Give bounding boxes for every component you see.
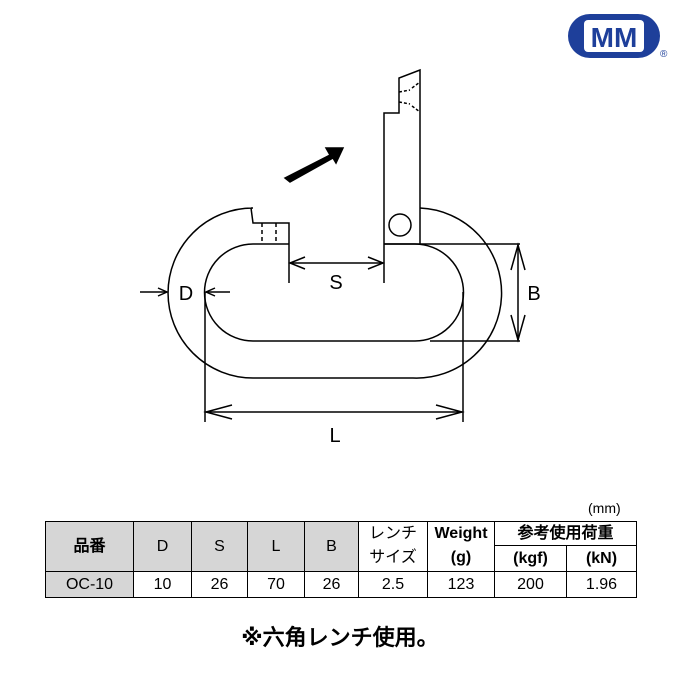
header-kgf: (kgf) [494,545,567,572]
label-S: S [329,272,342,294]
cell-wrench: 2.5 [358,571,428,598]
dim-D: D [140,283,230,305]
open-direction-arrow-icon [283,147,345,183]
dim-B: B [420,242,541,343]
header-weight-unit: (g) [427,545,495,572]
header-load: 参考使用荷重 [494,521,637,546]
cell-kgf: 200 [494,571,567,598]
cell-kN: 1.96 [566,571,637,598]
cell-L: 70 [247,571,305,598]
ring-notch [250,207,290,283]
dim-L: L [203,292,465,447]
cell-D: 10 [133,571,192,598]
dim-S: S [287,256,386,294]
gate-pin [388,213,412,237]
cell-B: 26 [304,571,359,598]
registered-mark: ® [660,49,668,60]
header-wrench: レンチ [358,521,428,546]
header-S: S [191,521,248,572]
cell-weight: 123 [427,571,495,598]
unit-label: (mm) [588,500,621,516]
logo-text: MM [591,22,638,53]
header-kN: (kN) [566,545,637,572]
header-L: L [247,521,305,572]
logo: MM ® [568,14,668,60]
header-wrench-size: サイズ [358,545,428,572]
header-D: D [133,521,192,572]
header-part-no: 品番 [45,521,134,572]
hidden-line [398,81,421,113]
label-D: D [179,283,193,305]
ring-outer [167,207,503,379]
footnote: ※六角レンチ使用。 [241,625,439,650]
table-row: OC-10 10 26 70 26 2.5 123 200 1.96 [45,571,637,598]
spec-table: 品番 D S L B レンチ Weight 参考使用荷重 サイズ (g) (kg… [45,521,637,598]
ring-inner [203,243,465,342]
label-L: L [329,425,340,447]
header-B: B [304,521,359,572]
cell-part-no: OC-10 [45,571,134,598]
header-weight: Weight [427,521,495,546]
cell-S: 26 [191,571,248,598]
label-B: B [527,283,540,305]
